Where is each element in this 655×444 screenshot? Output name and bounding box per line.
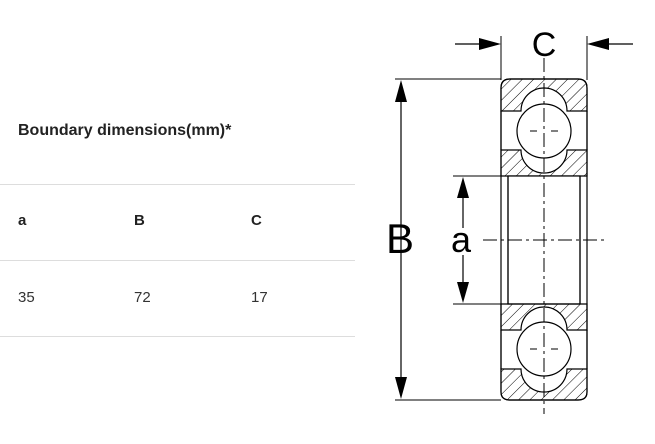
center-lines: [483, 58, 605, 414]
divider: [0, 336, 355, 337]
label-a: a: [451, 219, 472, 260]
divider: [0, 260, 355, 261]
dimension-b-arrow: [395, 80, 407, 399]
header-c: C: [251, 212, 262, 229]
label-c: C: [532, 26, 557, 64]
dimension-a-arrows: [457, 177, 469, 303]
value-a: 35: [18, 289, 35, 306]
extension-lines: [395, 36, 588, 401]
header-b: B: [134, 212, 145, 229]
table-title: Boundary dimensions(mm)*: [18, 122, 232, 139]
value-c: 17: [251, 289, 268, 306]
dimensions-table: Boundary dimensions(mm)* a B C 35 72 17: [0, 122, 355, 337]
header-a: a: [18, 212, 27, 229]
value-b: 72: [134, 289, 151, 306]
divider: [0, 184, 355, 185]
dimension-c-arrows: [455, 38, 633, 50]
bearing-diagram: C B a: [375, 0, 655, 444]
label-b: B: [386, 215, 414, 262]
